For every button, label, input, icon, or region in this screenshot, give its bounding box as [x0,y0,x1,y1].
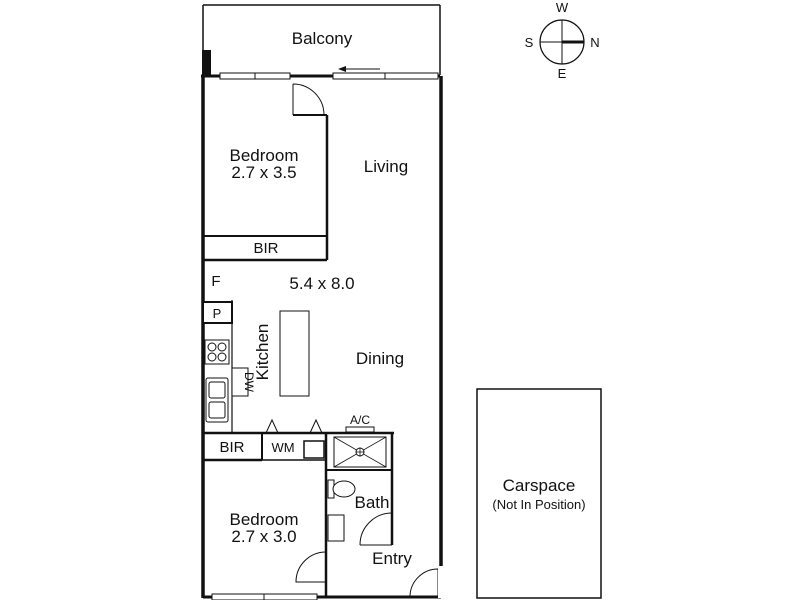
bathroom: Bath [326,436,393,546]
compass-w: W [556,0,569,15]
ac-unit [345,426,375,433]
bedroom-1-label: Bedroom [230,146,299,165]
compass-icon: W S N E [525,0,600,81]
entry-label: Entry [372,549,412,568]
door-swing-icon [295,551,327,583]
bir-2-label: BIR [219,439,244,456]
carspace-label: Carspace [503,476,576,495]
fridge-label: F [211,273,220,290]
vanity [327,514,345,542]
door-swing-icon [359,512,393,546]
carspace: Carspace (Not In Position) [476,388,602,599]
bifold-door-icon [309,418,323,434]
service-block: BIR WM A/C [203,413,394,545]
compass-e: E [558,66,567,81]
bedroom-2: Bedroom 2.7 x 3.0 [211,510,328,600]
compass-s: S [525,35,534,50]
entry-opening [438,566,444,598]
laundry-tub [303,440,325,459]
dishwasher-label: DW [242,372,256,393]
bedroom-2-label: Bedroom [230,510,299,529]
sink-icon [205,377,229,423]
pantry-label: P [213,306,222,321]
kitchen: P DW Kitchen [202,300,310,432]
bath-label: Bath [355,493,390,512]
pantry [202,301,233,324]
ac-label: A/C [350,413,370,427]
bir-1-label: BIR [253,240,278,257]
bifold-door-icon [265,418,279,434]
dining-label: Dining [356,349,404,368]
kitchen-island [279,310,310,397]
living-size: 5.4 x 8.0 [289,274,354,293]
balcony-area: Balcony [202,4,441,76]
wm-label: WM [271,440,294,455]
balcony-wall-block [202,50,211,76]
bedroom-1: Bedroom 2.7 x 3.5 BIR [203,83,329,262]
entry-door-swing-icon [409,568,439,598]
bedroom-2-windows [211,593,318,600]
bedroom-1-size: 2.7 x 3.5 [231,163,296,182]
balcony-windows [219,72,439,80]
door-swing-icon [292,83,325,116]
bedroom-2-size: 2.7 x 3.0 [231,527,296,546]
carspace-note: (Not In Position) [492,497,585,512]
balcony-label: Balcony [292,29,353,48]
dishwasher [231,367,249,397]
toilet-icon [327,479,356,499]
kitchen-label: Kitchen [253,324,272,381]
cooktop-icon [204,339,230,365]
living-label: Living [364,157,408,176]
sliding-door-arrow-icon [338,66,380,72]
compass-n: N [590,35,599,50]
